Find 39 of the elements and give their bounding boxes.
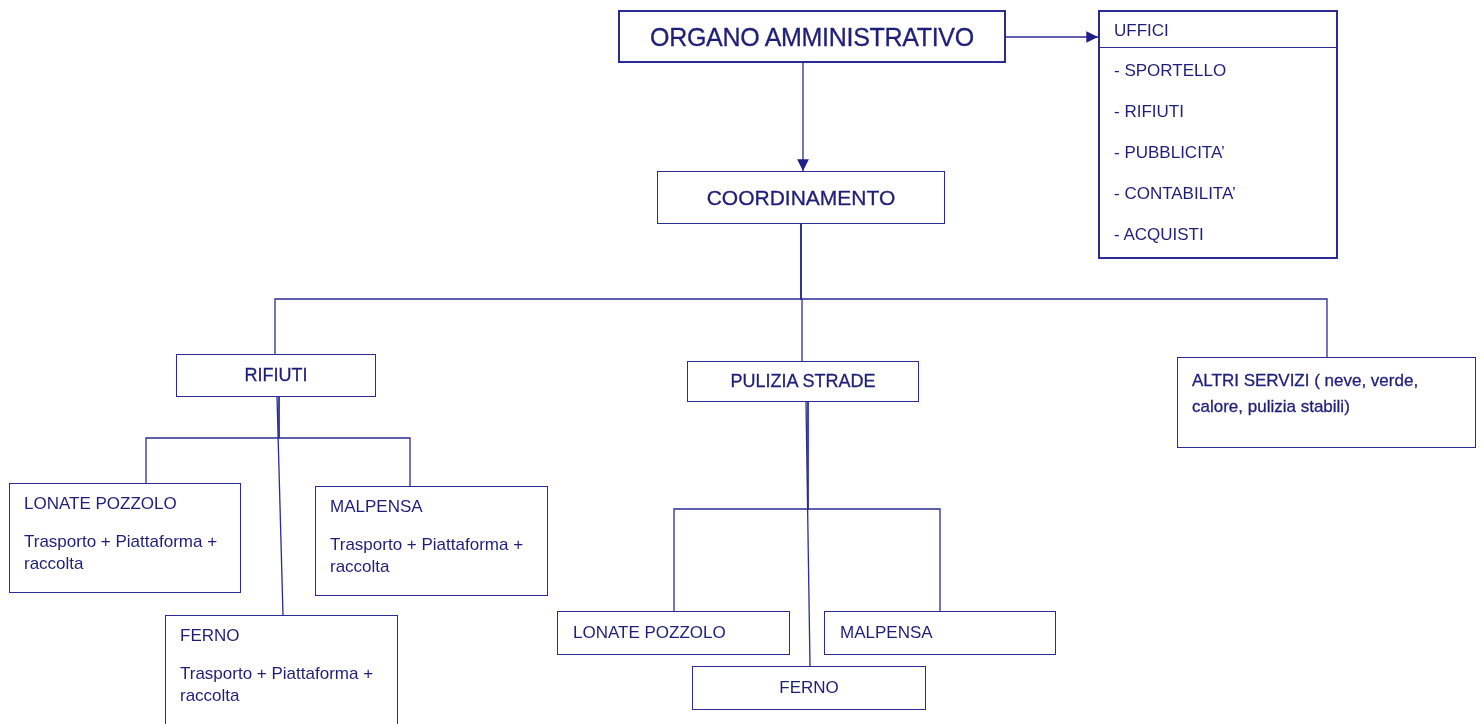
org-box bbox=[1177, 357, 1476, 448]
box-title: RIFIUTI bbox=[243, 363, 309, 387]
org-box bbox=[315, 486, 548, 596]
box-description: Trasporto + Piattaforma + raccolta bbox=[180, 663, 375, 708]
connector-line bbox=[276, 396, 284, 616]
box-description: Trasporto + Piattaforma + raccolta bbox=[330, 534, 525, 579]
org-box bbox=[692, 666, 926, 710]
list-item: - RIFIUTI bbox=[1114, 101, 1184, 123]
connector-line bbox=[278, 396, 411, 487]
office-list-box bbox=[1098, 10, 1338, 259]
box-title: UFFICI bbox=[1114, 20, 1169, 42]
box-title: MALPENSA bbox=[840, 621, 933, 644]
org-box bbox=[687, 361, 919, 402]
arrow bbox=[1005, 31, 1099, 43]
connector-line bbox=[807, 401, 941, 612]
org-box bbox=[557, 611, 790, 655]
box-description: Trasporto + Piattaforma + raccolta bbox=[24, 531, 219, 576]
org-box bbox=[824, 611, 1056, 655]
box-title: LONATE POZZOLO bbox=[24, 493, 178, 515]
list-item: - SPORTELLO bbox=[1114, 60, 1227, 82]
box-title: MALPENSA bbox=[330, 496, 424, 518]
box-title: LONATE POZZOLO bbox=[573, 621, 726, 644]
box-title: COORDINAMENTO bbox=[705, 184, 897, 211]
box-title: PULIZIA STRADE bbox=[729, 369, 877, 393]
list-item: - ACQUISTI bbox=[1114, 224, 1204, 246]
org-box bbox=[9, 483, 241, 593]
box-title: ALTRI SERVIZI ( neve, verde, calore, pulizia stabili) bbox=[1192, 370, 1420, 419]
org-box bbox=[657, 171, 945, 224]
arrow bbox=[797, 62, 809, 172]
list-item: - PUBBLICITA’ bbox=[1114, 142, 1225, 164]
box-title: FERNO bbox=[778, 676, 840, 699]
box-title: FERNO bbox=[180, 625, 241, 647]
connector-line bbox=[805, 401, 811, 667]
org-box bbox=[165, 615, 398, 724]
list-item: - CONTABILITA’ bbox=[1114, 183, 1236, 205]
org-box bbox=[176, 354, 376, 397]
org-box bbox=[618, 10, 1006, 63]
connector-line bbox=[800, 223, 1328, 358]
box-title: ORGANO AMMINISTRATIVO bbox=[649, 21, 975, 53]
